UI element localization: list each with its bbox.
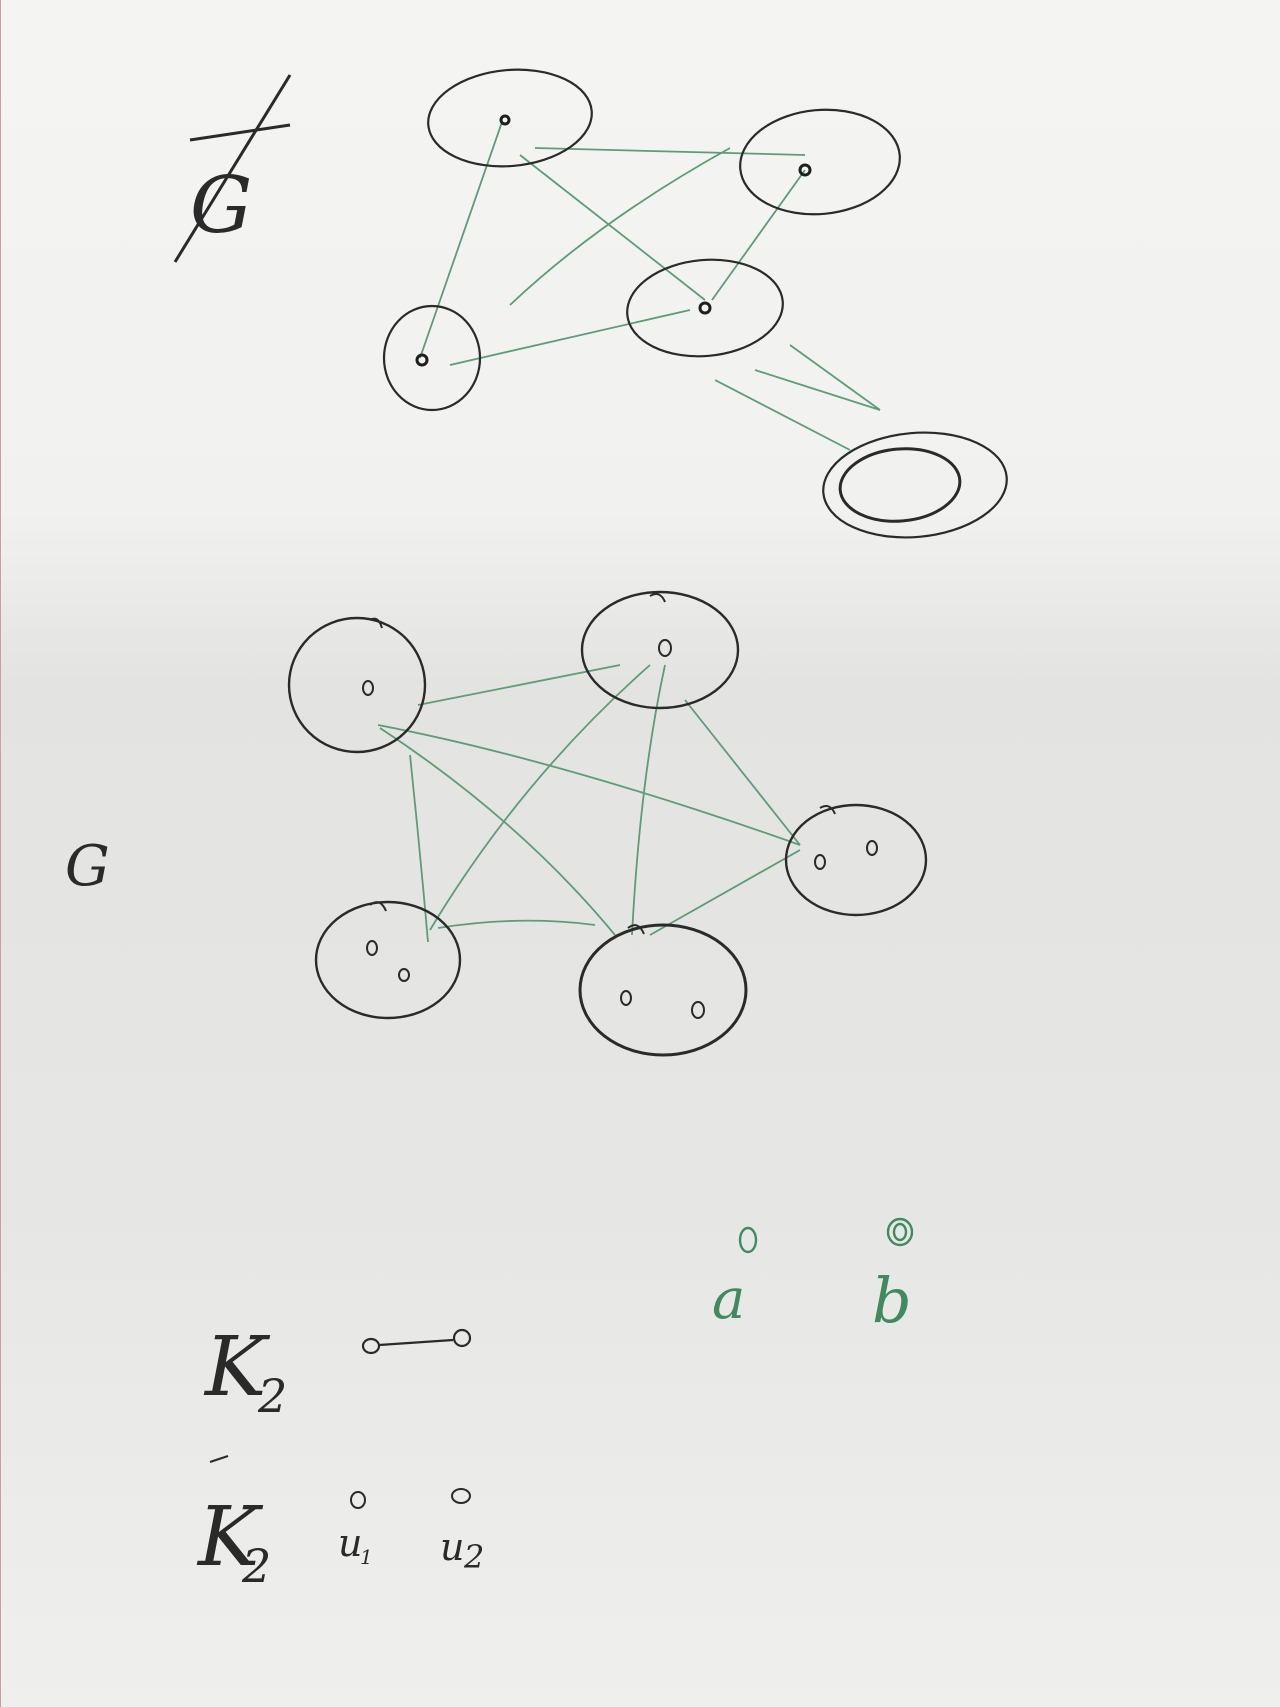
k2-graph: [361, 1328, 472, 1355]
middle-graph-edges: [377, 664, 801, 943]
circle-tick: [819, 805, 836, 815]
b-vertex: [886, 1217, 914, 1247]
top-graph-dots: [415, 114, 812, 367]
vertex-circle: [739, 108, 901, 216]
edge: [377, 724, 801, 846]
vertex-dot: [814, 854, 826, 870]
u2-vertex: [451, 1488, 471, 1504]
vertex-circle: [626, 258, 784, 358]
middle-graph-vertices: [287, 590, 928, 1057]
ab-vertices: [738, 1217, 914, 1254]
edge: [519, 154, 706, 301]
u2-subscript: 2: [463, 1538, 484, 1576]
edge: [714, 379, 851, 451]
edge: [379, 727, 616, 936]
circle-tick: [627, 924, 645, 935]
edge: [754, 369, 881, 411]
u1-vertex: [350, 1491, 366, 1509]
vertex-circle: [287, 616, 427, 754]
circle-tick: [369, 901, 387, 912]
edge: [631, 664, 666, 936]
vertex-dot: [691, 1001, 705, 1019]
k2-vertex: [452, 1328, 472, 1348]
k2bar-subscript: 2: [241, 1539, 271, 1593]
vertex-dot: [798, 163, 812, 177]
vertex-circle-outer: [822, 431, 1008, 539]
vertex-dot: [620, 990, 632, 1006]
edge: [534, 147, 806, 156]
k2bar-label: K: [196, 1490, 264, 1585]
vertex-dot: [362, 680, 374, 696]
vertex-dot: [499, 114, 511, 126]
u1-subscript: 1: [360, 1545, 373, 1569]
k2-vertex: [361, 1337, 381, 1355]
top-graph-edges: [419, 121, 881, 451]
middle-graph-dots: [362, 639, 878, 1019]
edge: [429, 664, 651, 931]
vertex-dot: [415, 353, 429, 367]
u2-label: u: [440, 1525, 464, 1569]
edge: [419, 121, 503, 359]
k2-subscript: 2: [257, 1369, 287, 1423]
edge: [409, 754, 429, 943]
vertex-circle-inner: [838, 447, 962, 523]
circle-tick: [369, 617, 383, 629]
edge: [649, 849, 801, 936]
b-vertex-inner: [892, 1222, 908, 1242]
top-graph-label: G: [190, 161, 252, 251]
middle-graph-label: G: [65, 834, 110, 899]
k2bar-vertices: [350, 1488, 471, 1509]
edge: [509, 147, 731, 306]
circle-ticks: [369, 593, 836, 935]
vertex-circle: [314, 900, 462, 1020]
edge: [684, 699, 801, 846]
edge: [789, 344, 881, 411]
edge: [449, 309, 691, 366]
k2-edge: [378, 1338, 454, 1347]
vertex-dot: [366, 940, 378, 956]
a-label: a: [712, 1267, 745, 1332]
vertex-dot: [398, 968, 410, 982]
k2bar-overline: [209, 1454, 229, 1464]
vertex-dot: [866, 840, 878, 856]
vertex-dot: [658, 639, 672, 657]
bottom-section: K 2 K 2 u 1 u 2 a b: [196, 1217, 914, 1593]
top-graph: G: [173, 68, 1008, 539]
b-label: b: [872, 1264, 912, 1337]
edge: [437, 919, 596, 929]
cross-stroke-1: [173, 74, 292, 263]
vertex-circle: [382, 304, 482, 412]
vertex-circle: [578, 923, 748, 1057]
vertex-circle: [784, 803, 928, 917]
vertex-circle: [427, 68, 593, 168]
cross-stroke-2: [189, 123, 291, 142]
circle-tick: [649, 593, 666, 603]
a-vertex: [738, 1226, 758, 1254]
vertex-dot: [698, 301, 712, 315]
vertex-circle: [580, 590, 740, 710]
middle-graph: G: [65, 590, 928, 1057]
k2-label: K: [203, 1320, 271, 1415]
top-graph-vertices: [382, 68, 1008, 539]
edge: [711, 169, 806, 301]
edge: [417, 664, 621, 706]
u1-label: u: [338, 1521, 362, 1565]
